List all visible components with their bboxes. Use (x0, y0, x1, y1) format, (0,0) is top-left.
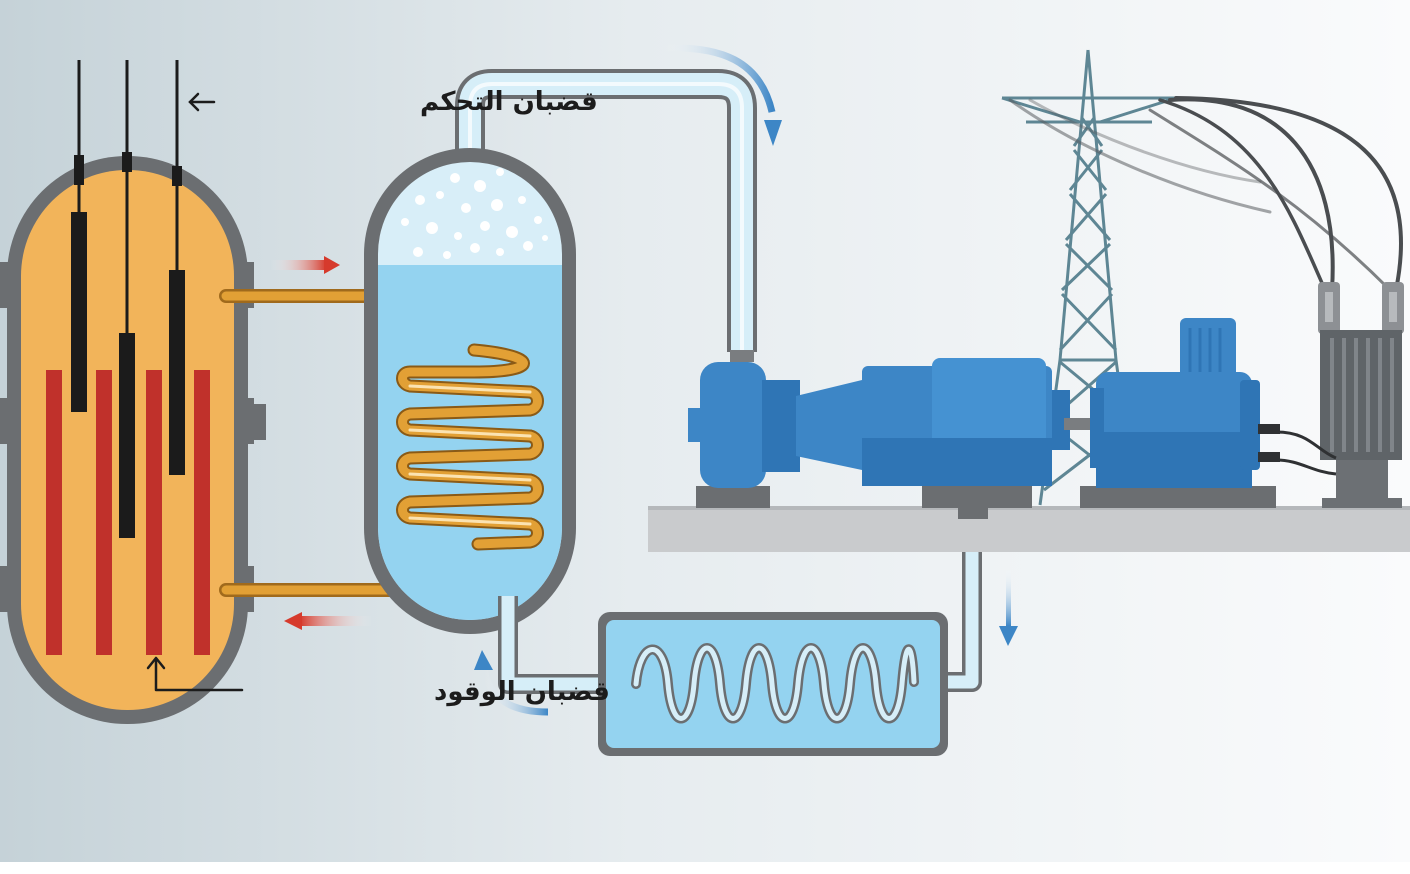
bottom-strip (0, 862, 1410, 874)
fuel-rod (46, 370, 62, 655)
reactor (0, 60, 266, 724)
condenser (598, 612, 948, 756)
fuel-rod (96, 370, 112, 655)
turbine-shaft (1064, 418, 1096, 430)
control-rod (71, 212, 87, 412)
control-rod (169, 270, 185, 475)
fuel-rods (46, 370, 210, 655)
control-rods-callout: قضبان التحكم (188, 87, 598, 117)
generator-cables (1275, 430, 1337, 476)
arrow-up-icon (146, 656, 244, 692)
control-rods-label: قضبان التحكم (420, 87, 598, 117)
hot-flow-arrows (270, 256, 372, 630)
condensate-flow-arrows (474, 568, 1018, 716)
steam-flow-arrow (663, 44, 782, 146)
steam-generator (364, 69, 757, 634)
fuel-rod (146, 370, 162, 655)
arrow-left-icon (188, 92, 216, 112)
condenser-coil (631, 643, 919, 724)
generator (1080, 318, 1280, 508)
fuel-rod (194, 370, 210, 655)
control-rod (119, 333, 135, 538)
fuel-rods-callout: قضبان الوقود (146, 656, 610, 707)
fuel-rods-label: قضبان الوقود (434, 677, 610, 707)
steam-bubbles (401, 168, 548, 259)
turbine-platform (648, 506, 1410, 552)
turbine (688, 358, 1070, 519)
power-lines (1008, 96, 1403, 292)
heat-exchanger-coil (396, 343, 544, 551)
transformer (1318, 282, 1404, 508)
control-rods (71, 60, 185, 538)
